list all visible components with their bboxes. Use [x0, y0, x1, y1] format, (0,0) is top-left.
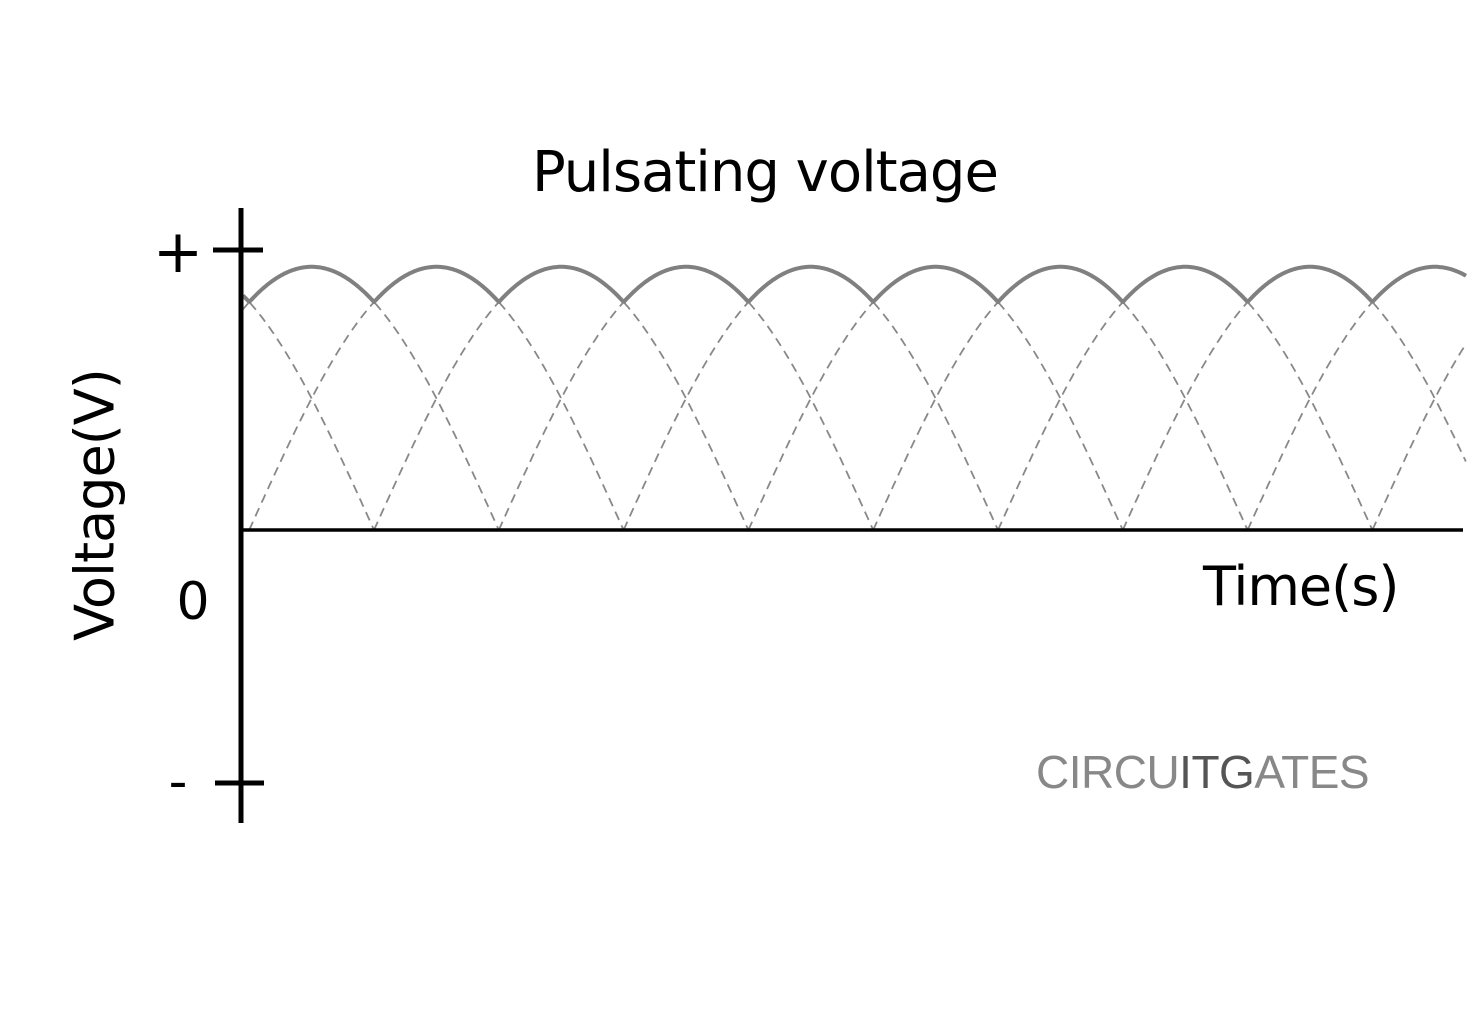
phase-curve-3	[248, 301, 625, 531]
phase-curve-5	[497, 301, 874, 531]
phase-curve-9	[997, 301, 1373, 531]
phase-curve-6	[622, 301, 999, 531]
x-axis-label: Time(s)	[1203, 555, 1399, 618]
y-tick-label-positive: +	[152, 217, 204, 287]
phase-curve-12	[1371, 344, 1467, 531]
phase-curve-10	[1121, 301, 1467, 531]
watermark-part-2: ITG	[1179, 746, 1255, 798]
phase-curve-7	[747, 301, 1124, 531]
phase-curve-2	[242, 302, 499, 529]
y-tick-label-negative: -	[168, 752, 188, 812]
chart-title: Pulsating voltage	[532, 140, 999, 205]
phase-curve-11	[1246, 302, 1373, 531]
phase-curve-4	[373, 301, 749, 531]
pulsating-envelope-curve	[241, 264, 1468, 304]
y-tick-label-zero: 0	[176, 572, 210, 632]
watermark-part-3: ATES	[1254, 746, 1370, 798]
watermark-part-1: CIRCU	[1036, 746, 1180, 798]
phase-curves	[242, 301, 1467, 531]
phase-curve-8	[872, 301, 1249, 531]
phase-curve-1	[249, 302, 375, 531]
watermark-logo: CIRCUITGATES	[1036, 745, 1370, 799]
